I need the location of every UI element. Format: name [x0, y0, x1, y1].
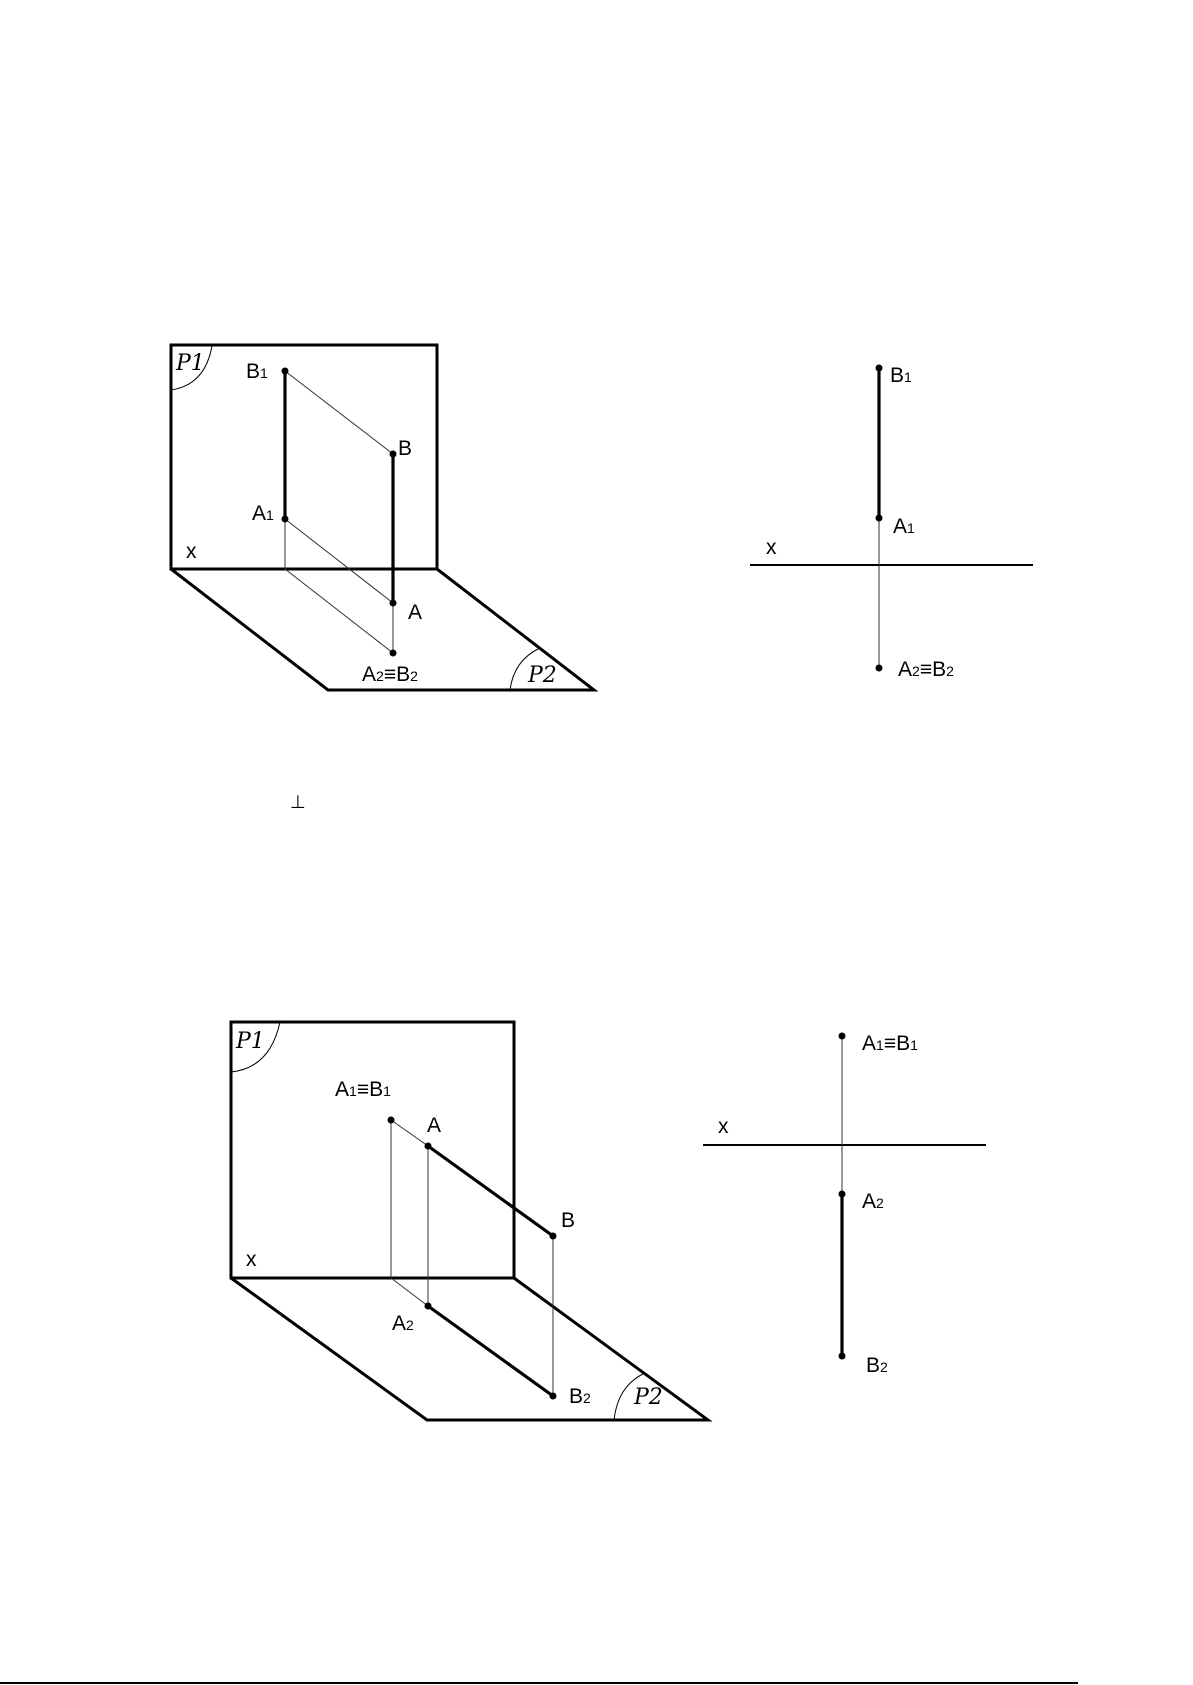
point-a2 — [838, 1190, 846, 1198]
point-b1 — [281, 367, 289, 375]
label-a: A — [408, 601, 422, 624]
point-a2 — [424, 1302, 432, 1310]
point-a2-b2 — [389, 649, 397, 657]
point-a1-b1 — [838, 1032, 846, 1040]
point-a2-b2 — [875, 664, 883, 672]
point-b — [389, 450, 397, 458]
label-a1-b1: A1≡B1 — [862, 1032, 918, 1055]
frontal-plane-p1 — [229, 1020, 516, 1280]
axis-x-label: x — [246, 1248, 257, 1271]
projector-x-a2 — [390, 1277, 429, 1307]
label-a2-b2: A2≡B2 — [898, 658, 954, 681]
point-a1 — [875, 514, 883, 522]
p1-corner-arc — [230, 1021, 281, 1073]
point-b2 — [838, 1352, 846, 1360]
epure1-orthographic-view: x B1 A1 A2≡B2 — [750, 364, 1033, 681]
label-b1: B1 — [246, 360, 268, 383]
figure2-spatial-view: P1 P2 x A1≡B1 A B A2 B2 — [229, 1020, 713, 1422]
label-a1: A1 — [893, 515, 915, 538]
label-b: B — [561, 1209, 575, 1232]
label-a2: A2 — [862, 1190, 884, 1213]
plane-p2-label: P2 — [527, 663, 557, 688]
segment-ab — [427, 1144, 554, 1238]
label-b: B — [398, 437, 412, 460]
point-b1 — [875, 364, 883, 372]
label-a2: A2 — [392, 1312, 414, 1335]
projector-a1-a — [390, 1119, 429, 1147]
epure2-orthographic-view: x A1≡B1 A2 B2 — [703, 1032, 986, 1377]
point-b — [549, 1232, 557, 1240]
plane-p1-label: P1 — [175, 351, 205, 376]
label-a: A — [427, 1114, 441, 1137]
label-b2: B2 — [866, 1354, 888, 1377]
p2-corner-arc — [509, 647, 541, 691]
projector-b1-b — [284, 370, 394, 455]
label-b2: B2 — [569, 1385, 591, 1408]
horizontal-plane-p2 — [230, 1276, 713, 1422]
horizontal-plane-p2 — [170, 567, 599, 692]
label-a2-b2: A2≡B2 — [362, 663, 418, 686]
plane-p1-label: P1 — [235, 1029, 265, 1054]
segment-a2b2 — [427, 1304, 554, 1398]
perpendicular-symbol: ⊥ — [290, 792, 306, 812]
point-a1-b1 — [387, 1116, 395, 1124]
axis-x-label: x — [718, 1115, 729, 1138]
projector-x-a2 — [284, 568, 394, 654]
axis-x-label: x — [766, 536, 777, 559]
point-b2 — [549, 1392, 557, 1400]
p1-corner-arc — [170, 345, 213, 391]
frontal-plane-p1 — [169, 343, 439, 571]
label-a1-b1: A1≡B1 — [335, 1078, 391, 1101]
point-a1 — [281, 515, 289, 523]
projector-a1-a — [284, 518, 394, 604]
label-a1: A1 — [252, 502, 274, 525]
plane-p2-label: P2 — [633, 1385, 663, 1410]
point-a — [424, 1142, 432, 1150]
axis-x-label: x — [186, 540, 197, 563]
point-a — [389, 599, 397, 607]
figure1-spatial-view: P1 P2 x B1 B A1 A A2≡B2 — [169, 343, 599, 692]
label-b1: B1 — [890, 364, 912, 387]
p2-corner-arc — [613, 1372, 646, 1421]
